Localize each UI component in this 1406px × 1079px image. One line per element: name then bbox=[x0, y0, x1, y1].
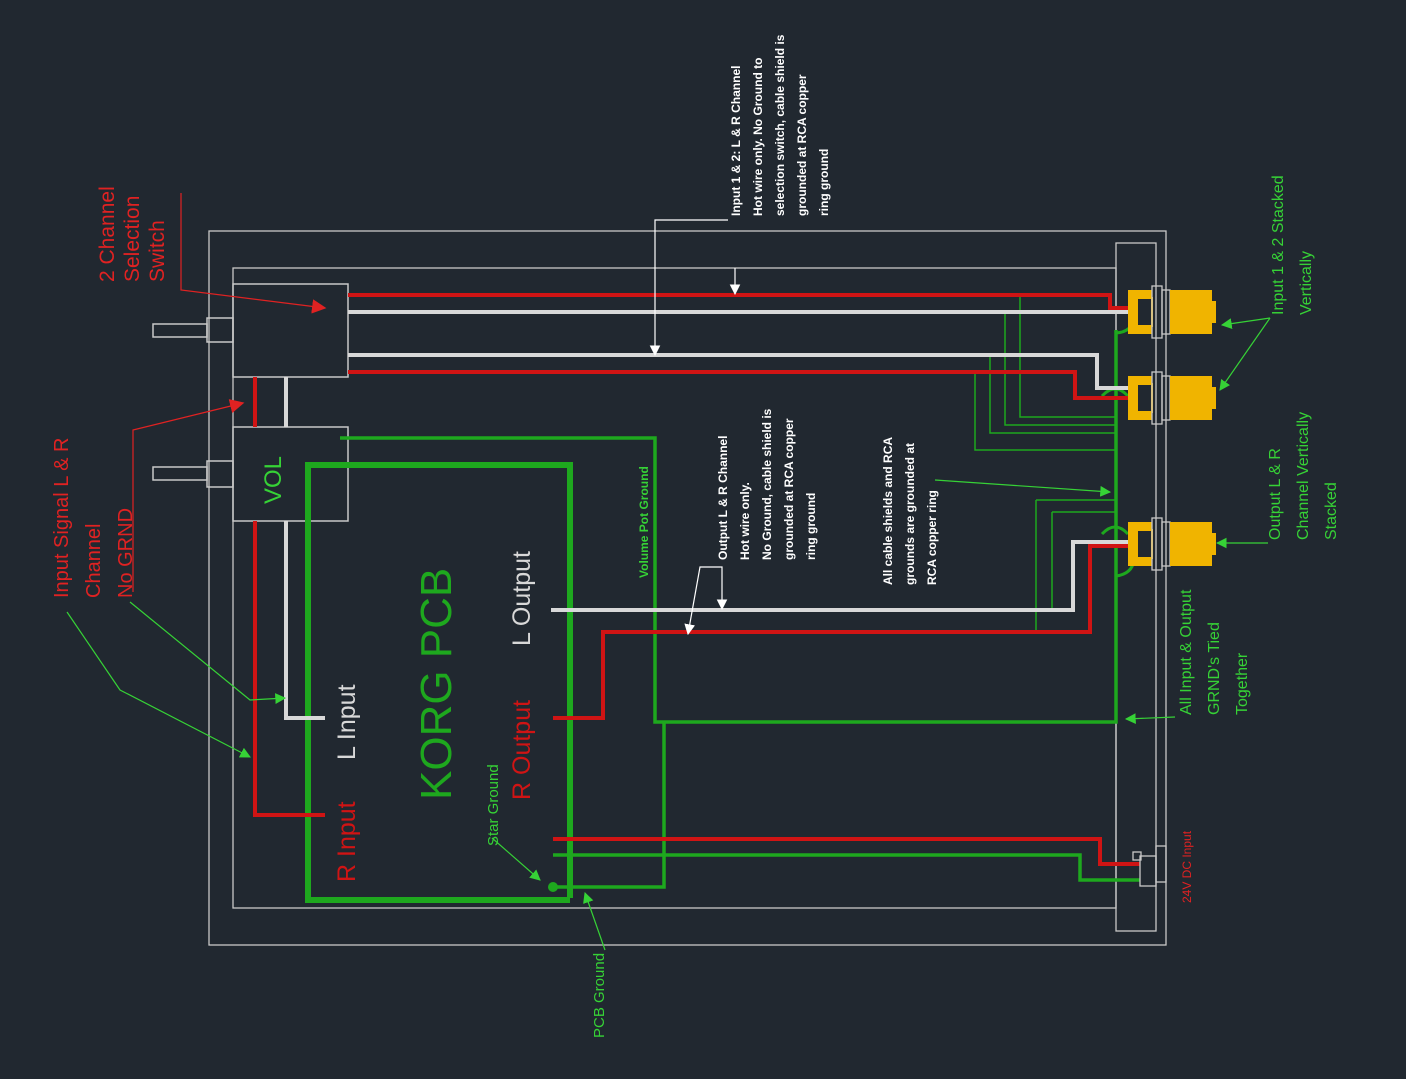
star-ground-point bbox=[548, 882, 558, 892]
input-note-label: Input 1 & 2: L & R Channel Hot wire only… bbox=[729, 31, 831, 216]
pcb-ground-label: PCB Ground bbox=[591, 953, 608, 1038]
korg-pcb-label: KORG PCB bbox=[412, 568, 461, 800]
labels: 2 Channel Selection Switch Input Signal … bbox=[51, 31, 1340, 1038]
r-output-label: R Output bbox=[508, 700, 536, 800]
hot-wires bbox=[253, 293, 1140, 866]
l-input-label: L Input bbox=[333, 684, 361, 760]
input-signal-label: Input Signal L & R Channel No GRND bbox=[51, 432, 137, 598]
grnd-tied-label: All Input & Output GRND's Tied Together bbox=[1178, 585, 1251, 715]
vol-label: VOL bbox=[260, 456, 287, 504]
dc-ground-wire bbox=[553, 853, 1140, 882]
inner-enclosure-outline bbox=[232, 267, 1117, 909]
signal-wires-grey bbox=[284, 310, 1128, 720]
rca-jack-input-2 bbox=[1128, 371, 1216, 425]
outer-enclosure-outline bbox=[208, 230, 1167, 946]
output-stacked-label: Output L & R Channel Vertically Stacked bbox=[1267, 407, 1340, 540]
dc-jack bbox=[1132, 845, 1167, 887]
volume-pot bbox=[152, 426, 349, 522]
r-input-label: R Input bbox=[333, 801, 361, 882]
dc-input-label: 24V DC Input bbox=[1180, 830, 1194, 903]
star-ground-wire bbox=[553, 722, 666, 889]
volume-pot-ground-wire bbox=[340, 330, 1118, 724]
shield-ground-bus-lines bbox=[974, 295, 1116, 632]
output-note-label: Output L & R Channel Hot wire only. No G… bbox=[716, 405, 818, 560]
input-stacked-label: Input 1 & 2 Stacked Vertically bbox=[1270, 171, 1315, 315]
rca-jack-input-1 bbox=[1128, 285, 1216, 339]
selection-switch bbox=[152, 283, 349, 378]
selection-switch-label: 2 Channel Selection Switch bbox=[96, 180, 169, 282]
shields-note-label: All cable shields and RCA grounds are gr… bbox=[881, 434, 939, 585]
volume-pot-ground-label: Volume Pot Ground bbox=[637, 466, 651, 578]
rca-jack-output bbox=[1128, 517, 1216, 571]
l-output-label: L Output bbox=[508, 551, 536, 646]
star-ground-label: Star Ground bbox=[485, 764, 502, 846]
jack-panel-outline bbox=[1115, 242, 1157, 932]
annotation-leaders bbox=[66, 193, 1271, 951]
